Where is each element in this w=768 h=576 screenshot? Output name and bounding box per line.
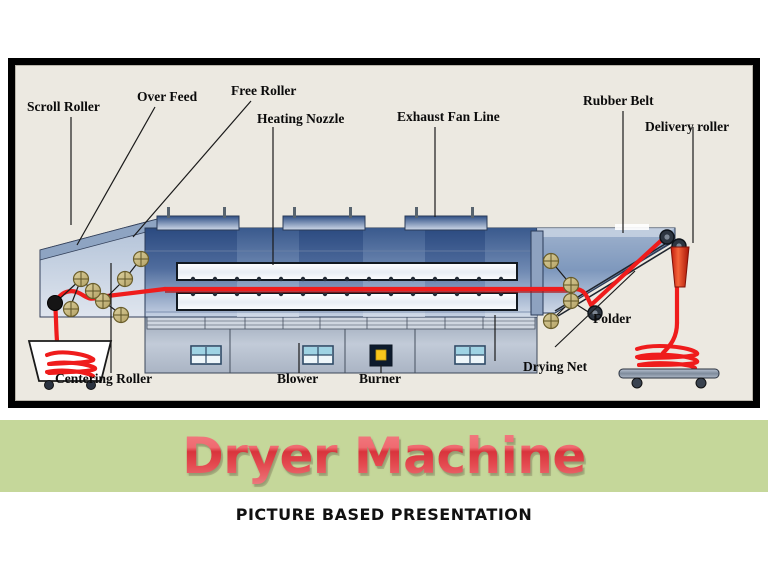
- label-scroll-roller: Scroll Roller: [27, 99, 100, 114]
- folder-trolley: [618, 344, 720, 389]
- delivery-cylinder: [670, 246, 690, 288]
- label-centering-roller: Centering Roller: [55, 371, 152, 386]
- belt-end-roller: [587, 229, 687, 321]
- leader-lines: [70, 100, 694, 373]
- diagram-frame: Scroll Roller Over Feed Free Roller Heat…: [8, 58, 760, 408]
- slide-title-shadow: Dryer Machine: [2, 423, 768, 495]
- label-delivery-roller: Delivery roller: [645, 119, 729, 134]
- label-exhaust-fan-line: Exhaust Fan Line: [397, 109, 500, 124]
- blower-window-group: [190, 345, 486, 365]
- label-drying-net: Drying Net: [523, 359, 588, 374]
- title-band: [0, 420, 768, 492]
- label-burner: Burner: [359, 371, 401, 386]
- label-folder: Folder: [593, 311, 631, 326]
- roller-cluster-left: [47, 250, 150, 324]
- heating-nozzle-bars: [176, 262, 518, 311]
- roller-cluster-right: [542, 229, 687, 330]
- label-free-roller: Free Roller: [231, 83, 296, 98]
- label-blower: Blower: [277, 371, 318, 386]
- label-heating-nozzle: Heating Nozzle: [257, 111, 344, 126]
- slide-subtitle: PICTURE BASED PRESENTATION: [235, 505, 533, 524]
- exhaust-chimney-group: [156, 207, 488, 231]
- feed-trolley: [27, 340, 113, 390]
- dryer-machine-diagram: Scroll Roller Over Feed Free Roller Heat…: [27, 83, 729, 390]
- burner-unit: [369, 344, 393, 367]
- label-over-feed: Over Feed: [137, 89, 198, 104]
- label-rubber-belt: Rubber Belt: [583, 93, 654, 108]
- slide-title: Dryer Machine: [0, 420, 768, 492]
